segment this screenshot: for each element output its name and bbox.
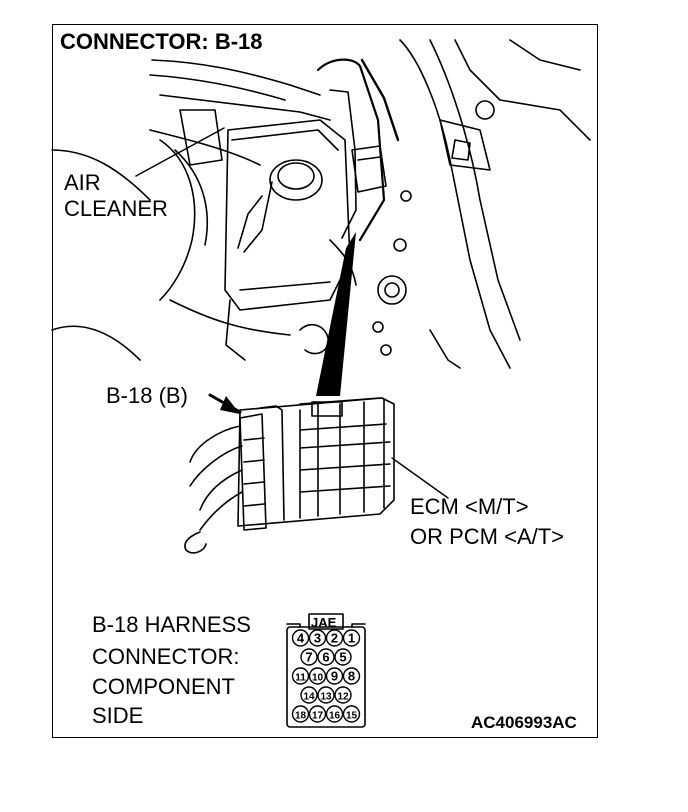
pin-12-label: 12 <box>337 692 349 703</box>
pin-3-circle <box>308 629 327 647</box>
pin-6-circle <box>317 648 335 666</box>
pin-8-label: 8 <box>348 669 355 684</box>
pin-7-label: 7 <box>305 650 312 665</box>
harness-label-line3: COMPONENT <box>92 674 235 699</box>
air-cleaner-label-line2: CLEANER <box>64 196 168 221</box>
pin-1-label: 1 <box>348 631 355 646</box>
pin-10-circle <box>308 667 327 685</box>
pin-10-label: 10 <box>312 673 324 684</box>
pin-6-label: 6 <box>322 650 329 665</box>
pin-17-circle <box>308 705 327 723</box>
pin-12-circle <box>334 686 352 704</box>
pin-14-circle <box>300 686 318 704</box>
pin-11-label: 11 <box>295 673 306 684</box>
ecm-label-line2: OR PCM <A/T> <box>410 524 565 549</box>
figure-code: AC406993AC <box>471 713 577 732</box>
air-cleaner-label-line1: AIR <box>64 170 101 195</box>
pin-8-circle <box>342 667 361 685</box>
pin-5-label: 5 <box>339 650 346 665</box>
pin-16-label: 16 <box>329 711 341 722</box>
harness-label-line4: SIDE <box>92 703 144 728</box>
pin-14-label: 14 <box>303 692 315 703</box>
pin-17-label: 17 <box>312 711 324 722</box>
pin-4-label: 4 <box>297 631 305 646</box>
pin-13-label: 13 <box>320 692 332 703</box>
pin-18-circle <box>291 705 310 723</box>
pin-13-circle <box>317 686 335 704</box>
connector-callout-label: B-18 (B) <box>106 383 188 408</box>
pin-15-circle <box>342 705 361 723</box>
connector-type-label: JAE <box>311 615 337 630</box>
pin-3-label: 3 <box>314 631 321 646</box>
pin-2-label: 2 <box>331 631 338 646</box>
pin-9-label: 9 <box>331 669 338 684</box>
pin-7-circle <box>300 648 318 666</box>
harness-label-line1: B-18 HARNESS <box>92 612 251 637</box>
pin-15-label: 15 <box>346 711 358 722</box>
pin-1-circle <box>342 629 361 647</box>
page-title: CONNECTOR: B-18 <box>60 29 263 54</box>
pin-11-circle <box>291 667 310 685</box>
pin-18-label: 18 <box>295 711 307 722</box>
pin-2-circle <box>325 629 344 647</box>
pin-16-circle <box>325 705 344 723</box>
pin-9-circle <box>325 667 344 685</box>
ecm-label-line1: ECM <M/T> <box>410 494 529 519</box>
harness-label-line2: CONNECTOR: <box>92 644 240 669</box>
pin-5-circle <box>334 648 352 666</box>
pin-4-circle <box>291 629 310 647</box>
